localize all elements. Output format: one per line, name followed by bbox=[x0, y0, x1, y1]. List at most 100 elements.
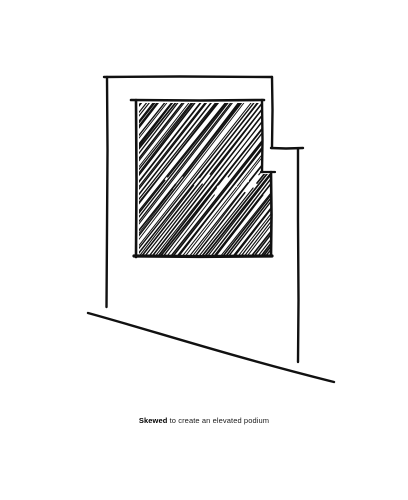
hatch-stroke bbox=[199, 103, 263, 179]
hatch-stroke bbox=[256, 103, 272, 184]
hatch-stroke bbox=[365, 96, 408, 183]
hatch-stroke bbox=[17, 184, 78, 263]
hatch-stroke bbox=[139, 103, 189, 255]
hatch-stroke bbox=[139, 103, 237, 255]
hatch-stroke bbox=[139, 184, 195, 255]
hatch-stroke bbox=[223, 103, 272, 255]
hatch-stroke bbox=[0, 96, 99, 262]
hatch-stroke bbox=[284, 96, 349, 179]
hatch-stroke bbox=[255, 189, 272, 255]
hatch-stroke bbox=[293, 96, 408, 262]
hatch-stroke bbox=[277, 96, 408, 262]
hatch-stroke bbox=[139, 103, 159, 255]
hatch-stroke bbox=[43, 96, 113, 185]
hatch-stroke bbox=[139, 103, 258, 255]
hatch-stroke bbox=[167, 103, 272, 255]
hatch-stroke bbox=[158, 187, 217, 255]
hatch-stroke bbox=[139, 103, 153, 255]
hatch-stroke bbox=[139, 103, 140, 255]
hatch-stroke bbox=[242, 187, 272, 255]
hatch-stroke bbox=[0, 96, 102, 262]
hatch-stroke bbox=[0, 96, 119, 262]
hatch-stroke bbox=[139, 179, 166, 255]
hatch-stroke bbox=[139, 103, 269, 255]
hatch-stroke bbox=[0, 96, 72, 262]
hatch-stroke bbox=[139, 103, 260, 255]
hatch-stroke bbox=[0, 96, 130, 262]
hatch-stroke bbox=[139, 103, 156, 185]
hatch-stroke bbox=[274, 195, 326, 262]
hatch-stroke bbox=[267, 103, 272, 255]
hatch-stroke bbox=[173, 103, 272, 255]
hatch-stroke bbox=[367, 96, 408, 175]
hatch-stroke bbox=[41, 192, 97, 262]
hatch-stroke bbox=[189, 191, 246, 255]
hatch-stroke bbox=[23, 184, 85, 262]
hatch-stroke bbox=[139, 103, 224, 255]
hatch-stroke bbox=[139, 103, 222, 255]
hatch-stroke bbox=[0, 96, 123, 262]
hatch-stroke bbox=[139, 103, 248, 255]
hatch-stroke bbox=[71, 190, 126, 262]
hatch-stroke bbox=[180, 184, 242, 255]
hatch-stroke bbox=[281, 188, 338, 262]
hatch-stroke bbox=[166, 103, 233, 178]
hatch-stroke bbox=[239, 103, 272, 187]
hatch-stroke bbox=[298, 191, 354, 262]
hatch-stroke bbox=[308, 96, 371, 177]
hatch-stroke bbox=[139, 103, 239, 255]
hatch-stroke bbox=[184, 182, 249, 255]
hatch-stroke bbox=[0, 189, 52, 262]
hatch-stroke bbox=[248, 103, 272, 255]
hatch-stroke bbox=[182, 103, 245, 177]
hatch-stroke bbox=[0, 192, 44, 263]
hatch-stroke bbox=[56, 96, 127, 185]
hatch-stroke bbox=[139, 103, 207, 255]
hatch-stroke bbox=[143, 103, 272, 255]
hatch-stroke bbox=[162, 194, 215, 255]
hatch-stroke bbox=[10, 96, 138, 262]
hatch-stroke bbox=[284, 191, 341, 263]
hatch-stroke bbox=[0, 190, 17, 262]
hatch-stroke bbox=[28, 96, 86, 172]
hatch-stroke bbox=[271, 103, 272, 255]
hatch-stroke bbox=[0, 96, 93, 262]
hatch-stroke bbox=[139, 103, 179, 188]
hatch-stroke bbox=[139, 183, 177, 255]
hatch-stroke bbox=[150, 103, 272, 255]
hatch-stroke bbox=[350, 96, 408, 179]
hatch-stroke bbox=[245, 103, 272, 255]
hatch-stroke bbox=[215, 103, 272, 255]
hatch-stroke bbox=[217, 185, 272, 255]
hatch-stroke bbox=[325, 96, 384, 172]
hatch-stroke bbox=[309, 96, 408, 262]
hatch-stroke bbox=[139, 103, 173, 181]
hatch-stroke bbox=[23, 96, 90, 182]
hatch-stroke bbox=[0, 96, 106, 262]
hatch-stroke bbox=[139, 103, 191, 172]
ground-line bbox=[86, 311, 336, 384]
hatch-stroke bbox=[292, 96, 362, 186]
hatch-stroke bbox=[35, 193, 88, 262]
hatch-stroke bbox=[220, 103, 272, 255]
hatch-stroke bbox=[0, 96, 65, 262]
hatch-stroke bbox=[0, 96, 76, 262]
hatch-stroke bbox=[139, 103, 198, 255]
hatch-stroke bbox=[50, 194, 103, 262]
hatch-stroke bbox=[229, 189, 272, 255]
hatch-stroke bbox=[260, 103, 272, 255]
hatch-stroke bbox=[139, 103, 232, 255]
hatch-stroke bbox=[139, 103, 165, 180]
hatch-stroke bbox=[139, 103, 171, 183]
hatch-stroke bbox=[39, 96, 111, 186]
hatch-stroke bbox=[5, 96, 68, 176]
caption-bold: Skewed bbox=[138, 416, 168, 425]
hatch-stroke bbox=[0, 189, 37, 262]
hatch-stroke bbox=[199, 103, 272, 255]
hatch-stroke bbox=[0, 96, 77, 262]
hatch-stroke bbox=[227, 103, 272, 178]
hatch-stroke bbox=[16, 96, 80, 178]
hatch-stroke bbox=[139, 183, 203, 255]
hatch-stroke bbox=[139, 103, 235, 255]
